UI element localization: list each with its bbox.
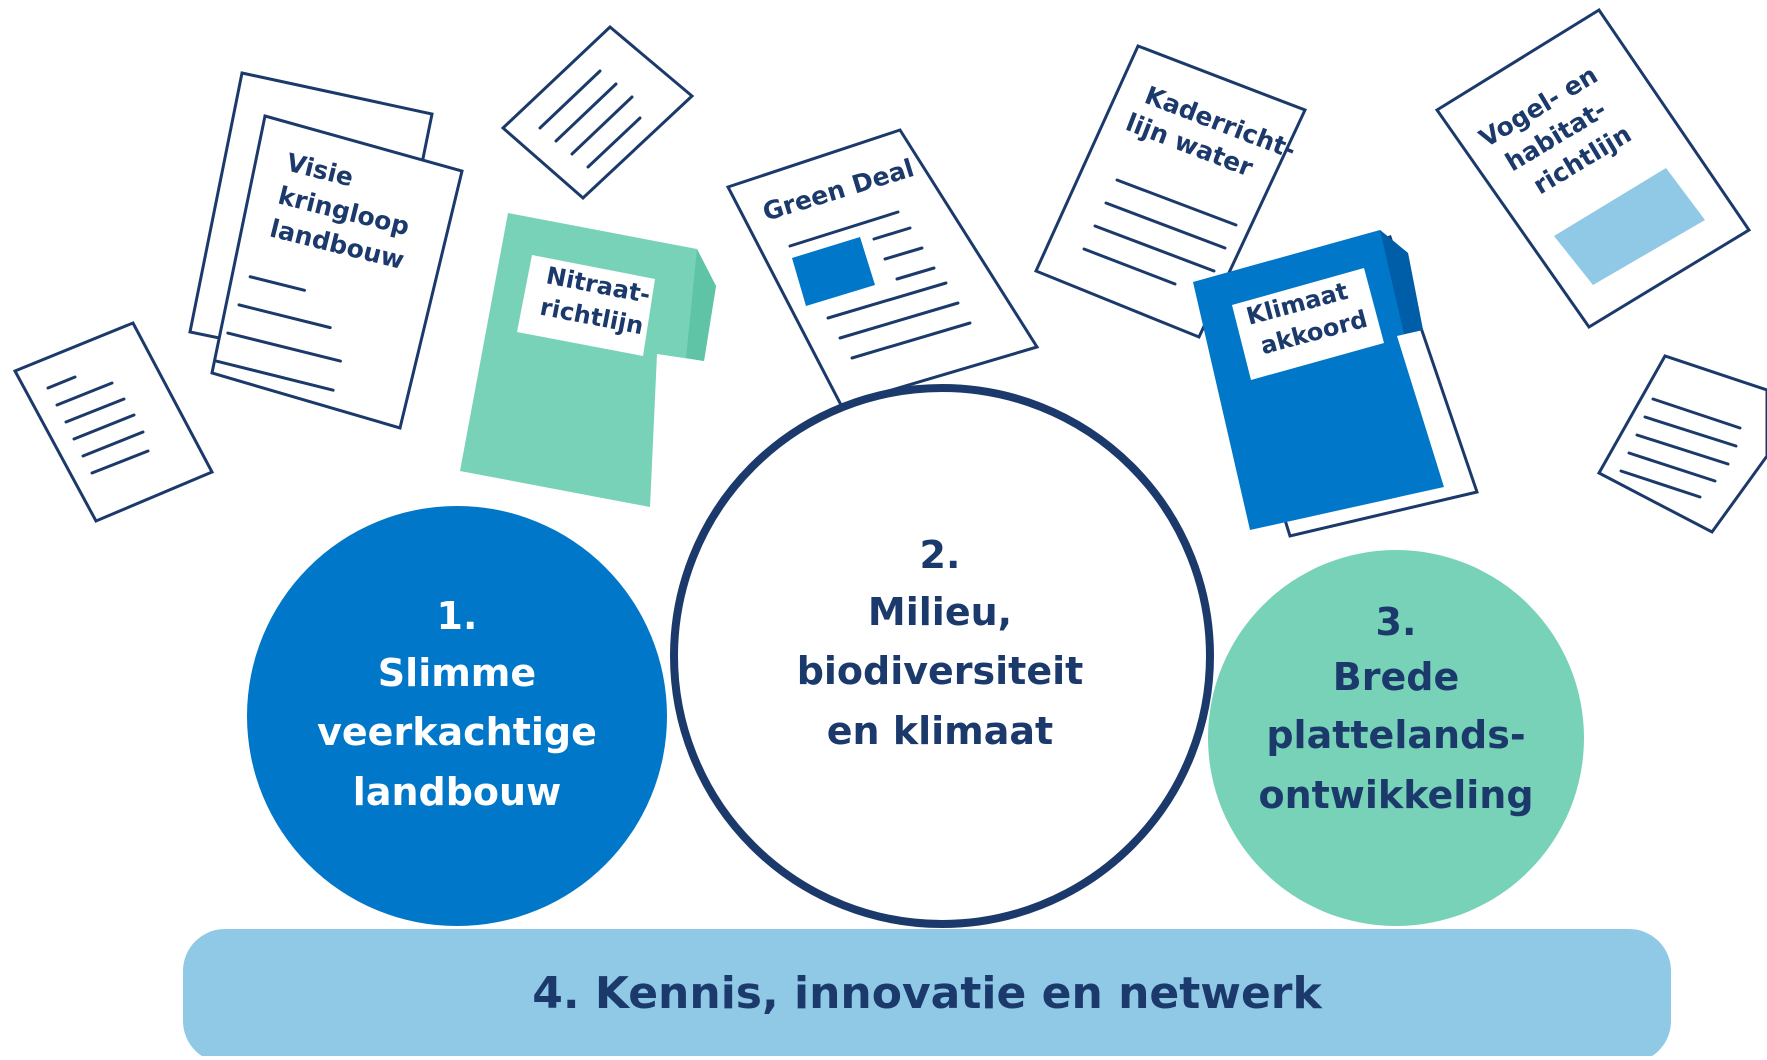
- pillar-1-circle: 1. Slimme veerkachtige landbouw: [247, 506, 667, 926]
- pillar-3-line-2: plattelands-: [1266, 713, 1525, 757]
- pillar-3-line-1: Brede: [1333, 655, 1459, 699]
- pillar-1-line-2: veerkachtige: [317, 710, 597, 754]
- pillar-1-line-1: Slimme: [378, 651, 536, 695]
- doc-nitraat-richtlijn: Nitraat- richtlijn: [460, 213, 716, 507]
- pillar-2-line-3: en klimaat: [827, 709, 1053, 753]
- pillar-2-line-2: biodiversiteit: [797, 649, 1084, 693]
- doc-vogel-habitatrichtlijn: Vogel- en habitat- richtlijn: [1434, 7, 1752, 330]
- pillar-2-circle: 2. Milieu, biodiversiteit en klimaat: [670, 384, 1214, 928]
- pillar-3-circle: 3. Brede plattelands- ontwikkeling: [1208, 550, 1584, 926]
- pillar-1-number: 1.: [437, 594, 478, 638]
- small-note-left: [12, 321, 215, 523]
- pillar-1-line-3: landbouw: [353, 770, 561, 814]
- doc-klimaat-akkoord: Klimaat akkoord: [1193, 230, 1479, 538]
- pillar-3-line-3: ontwikkeling: [1258, 773, 1533, 817]
- pillar-3-number: 3.: [1376, 600, 1417, 644]
- small-note-top: [500, 24, 695, 201]
- doc-visie-kringloop-landbouw: Visie kringloop landbouw: [188, 71, 464, 430]
- pillar-2-number: 2.: [920, 533, 961, 577]
- doc-green-deal: Green Deal: [725, 128, 1040, 407]
- small-note-right: [1596, 354, 1767, 534]
- foundation-bar: 4. Kennis, innovatie en netwerk: [183, 929, 1671, 1060]
- pillar-2-line-1: Milieu,: [868, 590, 1012, 634]
- foundation-label: 4. Kennis, innovatie en netwerk: [532, 968, 1323, 1019]
